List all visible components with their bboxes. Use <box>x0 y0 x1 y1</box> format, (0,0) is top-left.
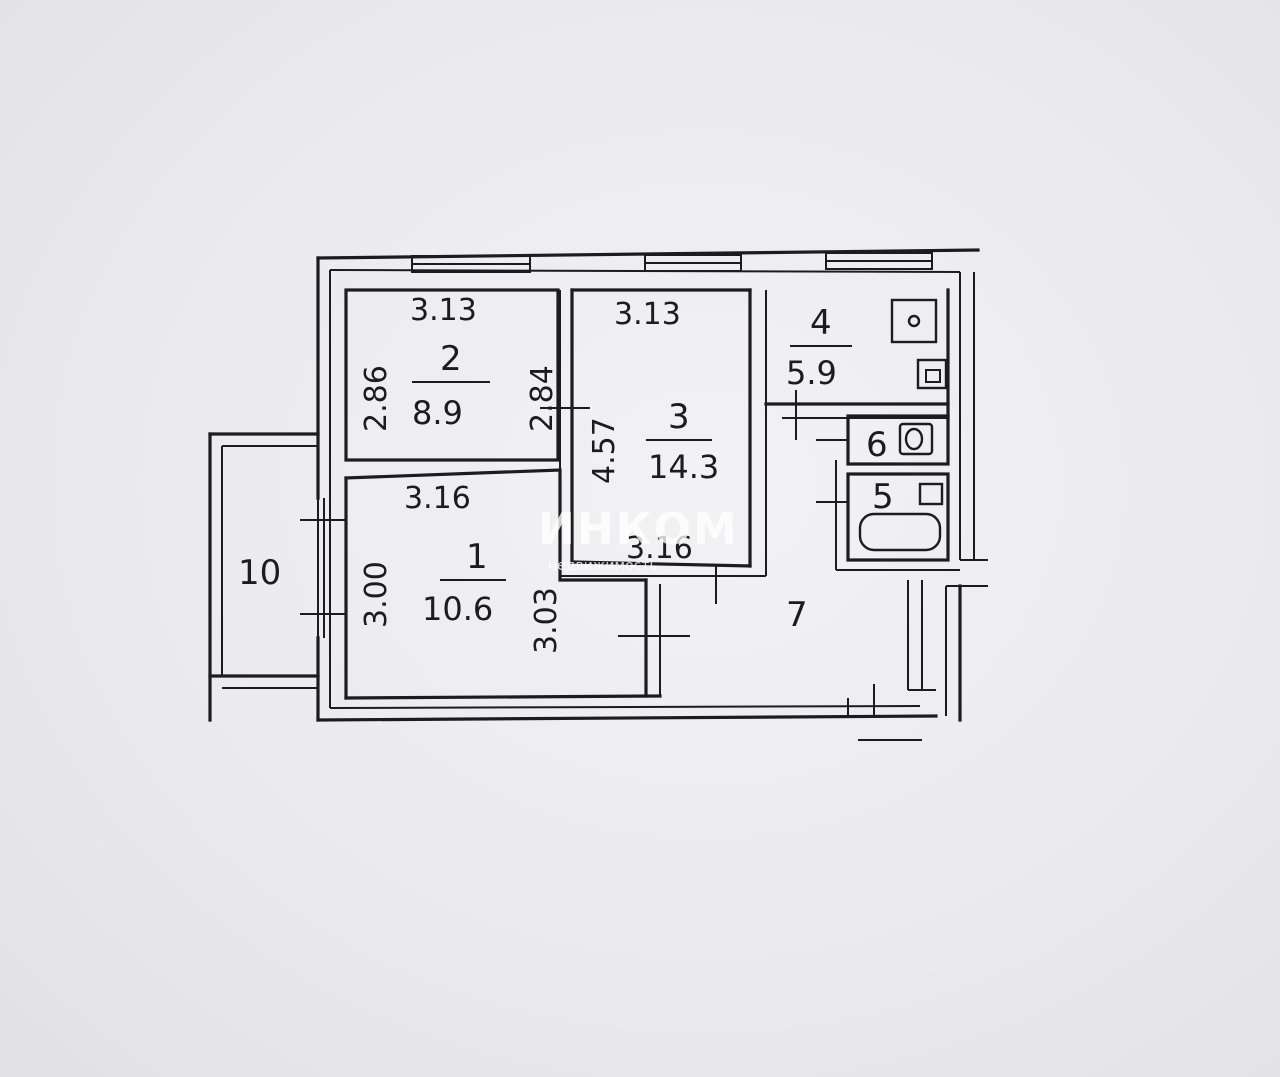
room-3-number: 3 <box>668 397 690 437</box>
room-2-height-right-label: 2.84 <box>525 365 560 432</box>
bathtub-icon <box>858 512 942 552</box>
window-room3 <box>644 254 742 272</box>
room-10-number: 10 <box>238 553 281 593</box>
room-2-height-left-label: 2.86 <box>359 365 394 432</box>
room-7-number: 7 <box>786 595 808 635</box>
room-5-number: 5 <box>872 477 894 517</box>
room-3-width-bottom-label: 3.16 <box>626 531 693 566</box>
room-4-number: 4 <box>810 303 832 343</box>
kitchen-sink-icon <box>916 358 948 390</box>
room-7-walls <box>847 580 936 716</box>
room-2-width-label: 3.13 <box>410 293 477 328</box>
room-4-walls <box>764 288 950 440</box>
balcony-door <box>300 498 346 638</box>
stove-icon <box>890 298 938 344</box>
room-4-area: 5.9 <box>786 354 837 392</box>
toilet-icon <box>898 422 934 456</box>
room-2-area: 8.9 <box>412 394 463 432</box>
room-2-number: 2 <box>440 339 462 379</box>
window-room4 <box>825 252 933 270</box>
room-1-walls <box>344 468 690 700</box>
room-1-area: 10.6 <box>422 590 493 628</box>
room-6-walls <box>816 414 950 466</box>
room-5-walls <box>816 460 960 571</box>
room-3-height-label: 4.57 <box>587 417 622 484</box>
room-3-walls <box>540 288 767 604</box>
room-2-walls <box>344 288 560 462</box>
room-3-area: 14.3 <box>648 448 719 486</box>
room-3-width-top-label: 3.13 <box>614 297 681 332</box>
watermark-brand: ИНКОМ <box>538 504 739 555</box>
window-room2 <box>411 255 531 273</box>
balcony-outline <box>208 432 320 722</box>
watermark-subtitle: недвижимость <box>548 558 658 574</box>
room-1-width-label: 3.16 <box>404 481 471 516</box>
room-1-height-right-label: 3.03 <box>529 587 564 654</box>
room-1-number: 1 <box>466 537 488 577</box>
washbasin-icon <box>918 482 944 506</box>
room-6-number: 6 <box>866 425 888 465</box>
room-1-height-left-label: 3.00 <box>359 561 394 628</box>
